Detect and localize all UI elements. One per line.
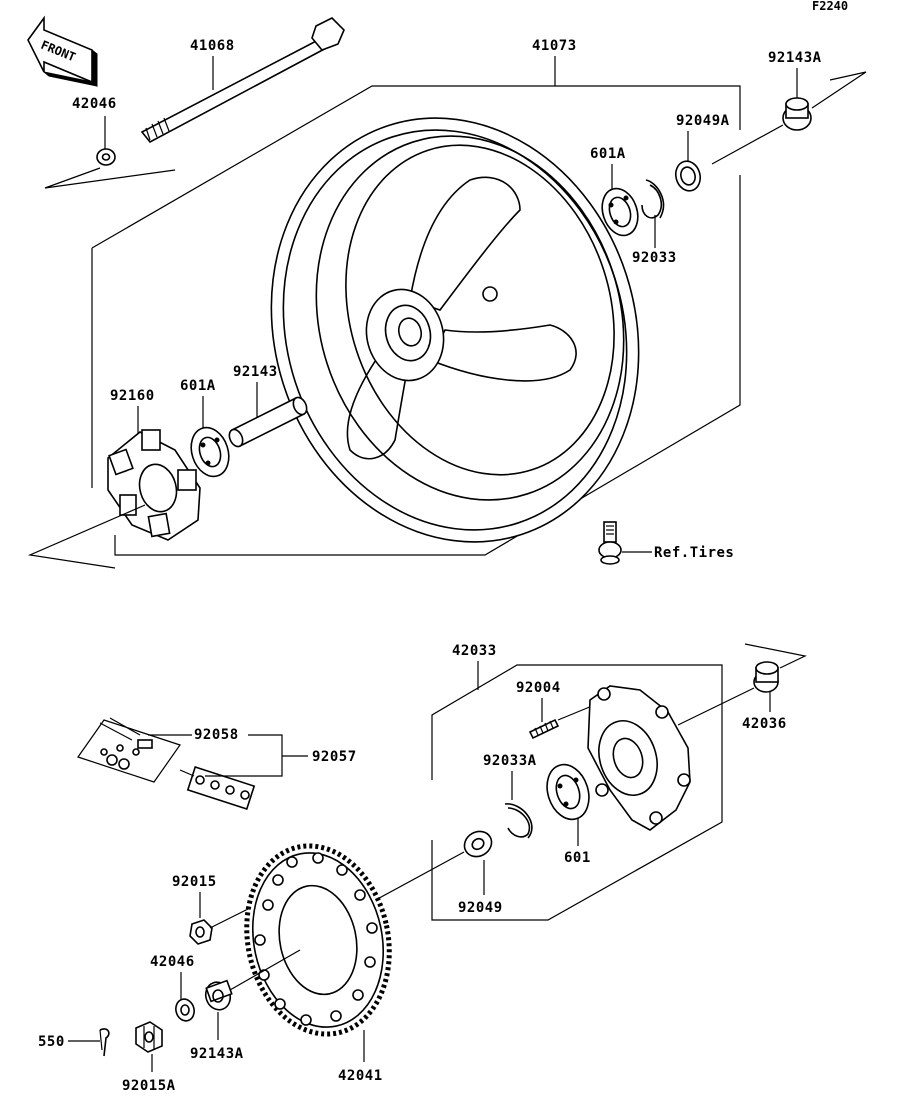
label-92143: 92143	[233, 364, 278, 380]
axis-line	[557, 705, 593, 721]
sprocket-hub	[587, 685, 691, 831]
label-92049: 92049	[458, 900, 503, 916]
label-92057: 92057	[312, 749, 357, 765]
chain-92057	[179, 765, 256, 811]
axis-line	[27, 504, 146, 569]
label-92015: 92015	[172, 874, 217, 890]
castle-nut-92015A	[135, 1021, 163, 1053]
axis-line	[44, 167, 176, 189]
washer-42046-bot	[175, 998, 195, 1022]
label-41068: 41068	[190, 38, 235, 54]
nut-92015	[189, 919, 213, 945]
figure-code: F2240	[812, 0, 848, 13]
seal-92049A	[674, 160, 702, 192]
label-42046-bot: 42046	[150, 954, 195, 970]
frame-line	[114, 175, 741, 556]
label-92058: 92058	[194, 727, 239, 743]
label-601: 601	[564, 850, 591, 866]
label-92160: 92160	[110, 388, 155, 404]
label-92143A-bot: 92143A	[190, 1046, 244, 1062]
axis-line	[677, 687, 755, 726]
label-92004: 92004	[516, 680, 561, 696]
axis-line	[811, 71, 867, 109]
damper-92160	[107, 429, 201, 541]
ref-tires-label: Ref.Tires	[654, 545, 734, 561]
master-link-92058	[77, 717, 181, 783]
spacer-92143	[228, 396, 308, 448]
label-42046-top: 42046	[72, 96, 117, 112]
frame-line	[431, 664, 723, 921]
circlip-92033A	[504, 803, 533, 839]
circlip-92033	[641, 179, 665, 219]
label-601A-mid: 601A	[180, 378, 216, 394]
axis-line	[209, 907, 251, 929]
cotter-pin-550	[99, 1028, 110, 1057]
valve-icon	[598, 521, 622, 565]
sprocket-42041	[244, 843, 392, 1037]
front-wheel-41073	[270, 117, 640, 543]
spacer-92143A-top	[782, 97, 812, 131]
axle-41068	[140, 17, 345, 144]
stud-92004	[528, 718, 560, 740]
label-92033A: 92033A	[483, 753, 537, 769]
spacer-92143A-bot	[204, 979, 233, 1011]
axis-line	[229, 949, 301, 991]
front-arrow-icon: FRONT	[27, 15, 98, 88]
bearing-601A-top	[601, 187, 639, 237]
bearing-601	[546, 763, 590, 821]
label-42036: 42036	[742, 716, 787, 732]
label-92033: 92033	[632, 250, 677, 266]
label-92015A: 92015A	[122, 1078, 176, 1094]
label-92049A: 92049A	[676, 113, 730, 129]
seal-92049	[463, 830, 493, 858]
label-550: 550	[38, 1034, 65, 1050]
washer-42046-top	[96, 148, 116, 166]
bearing-601A-mid	[190, 426, 230, 478]
axis-line	[371, 851, 465, 903]
axis-line	[744, 643, 807, 669]
axis-line	[711, 124, 784, 165]
label-42041: 42041	[338, 1068, 383, 1084]
spacer-42036	[753, 661, 779, 693]
label-42033: 42033	[452, 643, 497, 659]
frame-line	[91, 85, 741, 249]
label-601A-top: 601A	[590, 146, 626, 162]
label-41073: 41073	[532, 38, 577, 54]
label-92143A-top: 92143A	[768, 50, 822, 66]
